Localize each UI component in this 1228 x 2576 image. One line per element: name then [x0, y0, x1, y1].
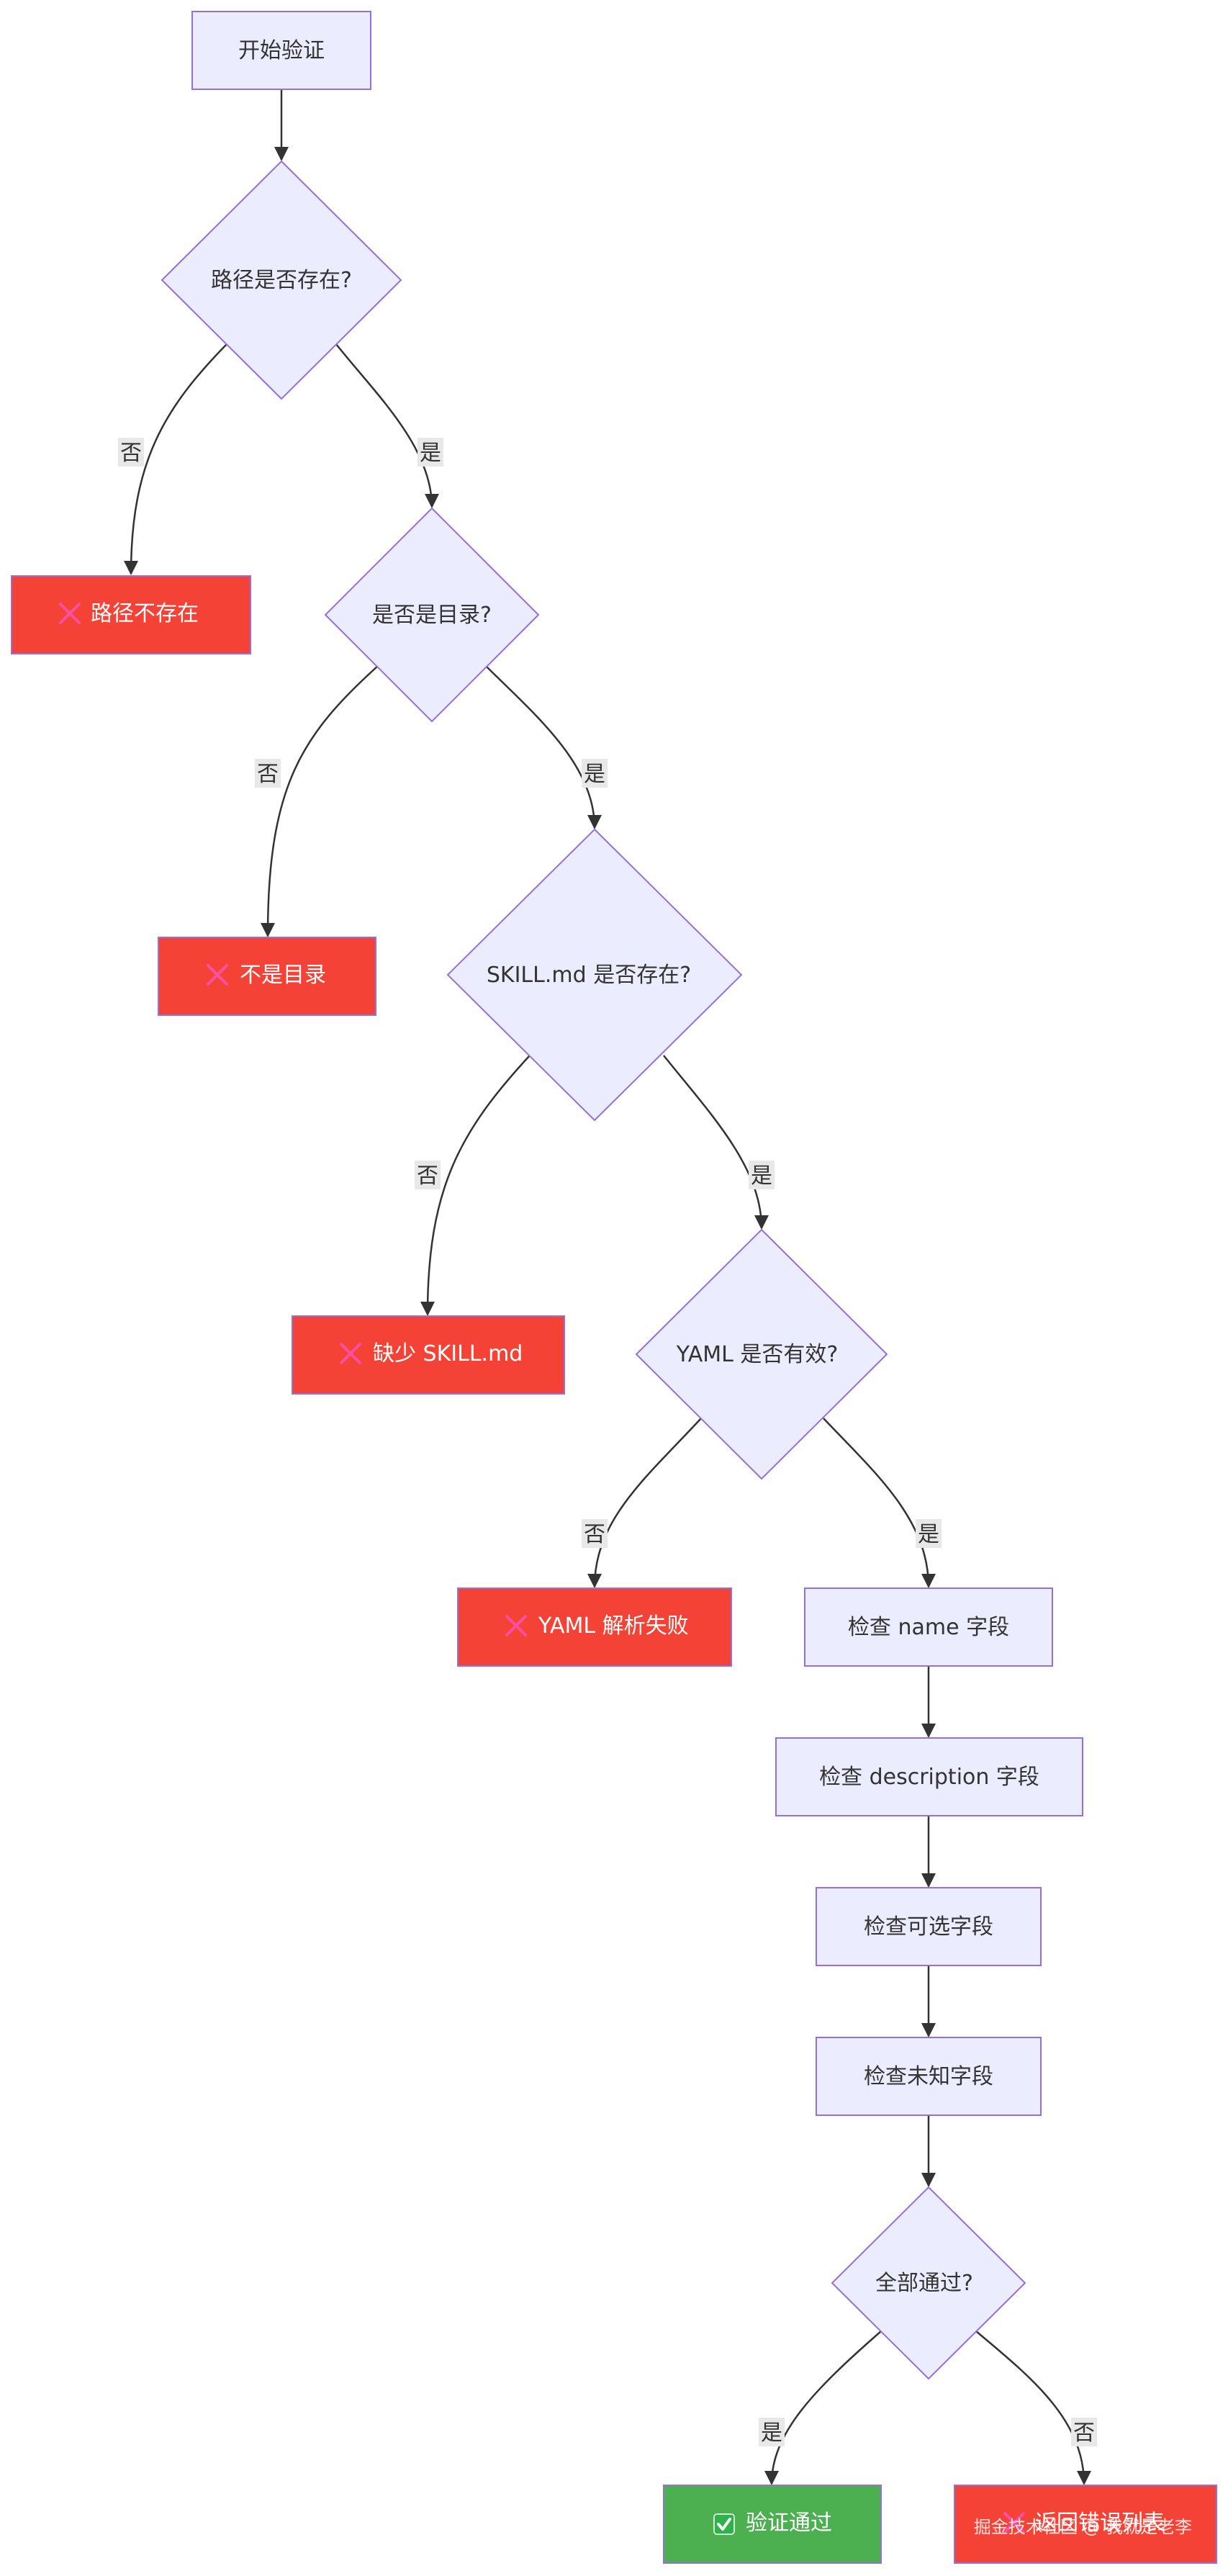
node-error-path-label: 路径不存在: [91, 601, 199, 626]
edge-label-all-pass-yes: 是: [759, 2418, 785, 2446]
edge-label-text: 是: [584, 762, 605, 787]
edge-label-yaml-no: 否: [582, 1519, 608, 1548]
edge-skill-no: [420, 1055, 531, 1316]
edge-label-all-pass-no: 否: [1071, 2418, 1097, 2446]
edge-label-yaml-yes: 是: [916, 1519, 942, 1548]
node-start-label: 开始验证: [238, 38, 325, 63]
node-check-unknown: 检查未知字段: [816, 2037, 1042, 2116]
edge-label-text: 是: [918, 1522, 939, 1547]
edge-label-text: 否: [1073, 2420, 1095, 2446]
node-error-yaml-label: YAML 解析失败: [538, 1613, 689, 1639]
node-check-description: 检查 description 字段: [775, 1737, 1083, 1816]
decision-path-exists-label: 路径是否存在?: [211, 268, 352, 293]
edge-label-dir-yes: 是: [582, 759, 608, 788]
node-error-not-dir: 不是目录: [158, 937, 376, 1016]
node-error-missing-skill: 缺少 SKILL.md: [292, 1315, 565, 1395]
cross-mark-icon: [207, 964, 228, 986]
edge-label-text: 否: [584, 1522, 605, 1547]
decision-path-exists: 路径是否存在?: [161, 160, 402, 400]
decision-skill-exists-label: SKILL.md 是否存在?: [487, 963, 691, 988]
decision-yaml-valid-label: YAML 是否有效?: [676, 1342, 839, 1367]
edge-label-path-yes: 是: [417, 438, 443, 467]
edge-label-text: 是: [420, 441, 441, 466]
decision-all-pass-label: 全部通过?: [875, 2271, 973, 2296]
edge-label-dir-no: 否: [255, 759, 281, 788]
edge-label-path-no: 否: [118, 438, 144, 467]
edges: [124, 89, 1091, 2485]
node-error-yaml: YAML 解析失败: [457, 1588, 732, 1667]
node-check-optional-label: 检查可选字段: [864, 1914, 993, 1940]
edge-label-text: 否: [120, 441, 142, 466]
edge-all-pass-yes: [764, 2330, 882, 2485]
decision-skill-exists: SKILL.md 是否存在?: [446, 828, 743, 1122]
edge-label-text: 否: [257, 762, 279, 787]
check-box-icon: [713, 2513, 735, 2535]
edge-label-skill-yes: 是: [749, 1161, 775, 1189]
edge-path-no: [124, 343, 227, 575]
edge-dir-no: [261, 665, 379, 937]
node-check-unknown-label: 检查未知字段: [864, 2064, 993, 2089]
cross-mark-icon: [1003, 2512, 1025, 2534]
node-check-name-label: 检查 name 字段: [848, 1615, 1009, 1640]
node-check-optional: 检查可选字段: [816, 1887, 1042, 1966]
node-error-not-dir-label: 不是目录: [240, 963, 326, 988]
cross-mark-icon: [340, 1343, 361, 1364]
edge-all-pass-no: [975, 2330, 1091, 2485]
edge-dir-yes: [484, 665, 602, 829]
edge-yaml-no: [587, 1418, 702, 1588]
decision-is-dir-label: 是否是目录?: [372, 603, 492, 628]
decision-yaml-valid: YAML 是否有效?: [635, 1228, 888, 1480]
node-check-description-label: 检查 description 字段: [819, 1765, 1039, 1790]
edge-label-text: 是: [751, 1163, 772, 1189]
edge-label-text: 否: [417, 1163, 438, 1189]
node-pass: 验证通过: [663, 2485, 882, 2564]
decision-all-pass: 全部通过?: [831, 2186, 1026, 2380]
node-error-path: 路径不存在: [11, 575, 251, 654]
node-pass-label: 验证通过: [746, 2510, 832, 2536]
edge-yaml-yes: [823, 1418, 936, 1588]
edge-skill-yes: [663, 1055, 769, 1230]
edge-labels: 否 是 否 是 否 是 否 是: [118, 438, 1097, 2446]
edge-label-skill-no: 否: [415, 1161, 441, 1189]
watermark: 掘金技术社区 @ 我就是老李: [974, 2517, 1192, 2537]
edge-path-yes: [335, 343, 439, 508]
node-return-errors: 返回错误列表 掘金技术社区 @ 我就是老李: [954, 2485, 1217, 2564]
node-error-missing-skill-label: 缺少 SKILL.md: [373, 1341, 523, 1366]
node-check-name: 检查 name 字段: [804, 1588, 1053, 1667]
edge-label-text: 是: [761, 2420, 782, 2446]
cross-mark-icon: [505, 1615, 527, 1636]
node-start: 开始验证: [191, 11, 371, 90]
node-return-errors-label: 返回错误列表: [1035, 2510, 1165, 2536]
cross-mark-icon: [59, 603, 81, 624]
decision-is-dir: 是否是目录?: [324, 507, 540, 723]
